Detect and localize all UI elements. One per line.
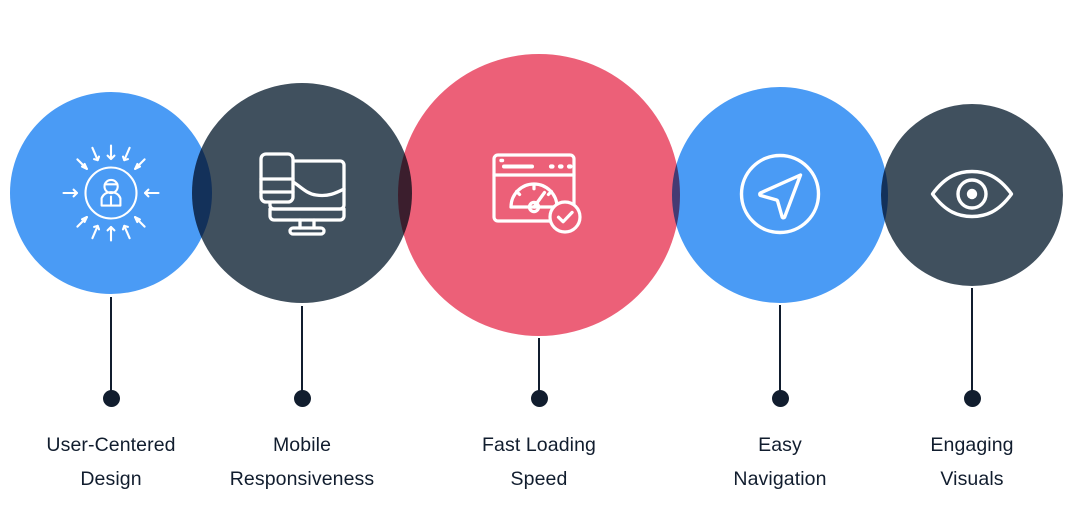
connector-dot-mobile-responsiveness xyxy=(293,389,311,407)
label-mobile-responsiveness: Mobile Responsiveness xyxy=(229,434,375,490)
label-engaging-visuals: Engaging Visuals xyxy=(930,434,1014,490)
label-easy-navigation: Easy Navigation xyxy=(733,434,827,490)
circle-mobile-responsiveness[interactable] xyxy=(192,83,412,303)
connector-dot-user-centered-design xyxy=(102,389,120,407)
user-centered-icon xyxy=(57,139,165,247)
desktop-mobile-icon xyxy=(256,149,350,237)
label-fast-loading-speed: Fast Loading Speed xyxy=(482,434,596,490)
connector-line-easy-navigation xyxy=(779,305,781,392)
connector-dot-easy-navigation xyxy=(771,389,789,407)
circle-easy-navigation[interactable] xyxy=(672,87,888,303)
connector-line-engaging-visuals xyxy=(971,288,973,392)
navigation-arrow-icon xyxy=(738,152,822,236)
label-user-centered-design: User-Centered Design xyxy=(46,434,176,490)
connector-line-mobile-responsiveness xyxy=(301,306,303,392)
connector-dot-fast-loading-speed xyxy=(530,389,548,407)
circle-fast-loading-speed[interactable] xyxy=(398,54,680,336)
connector-line-user-centered-design xyxy=(110,297,112,392)
browser-speedometer-check-icon xyxy=(489,145,589,241)
connector-dot-engaging-visuals xyxy=(963,389,981,407)
connector-line-fast-loading-speed xyxy=(538,338,540,392)
eye-icon xyxy=(929,168,1015,220)
